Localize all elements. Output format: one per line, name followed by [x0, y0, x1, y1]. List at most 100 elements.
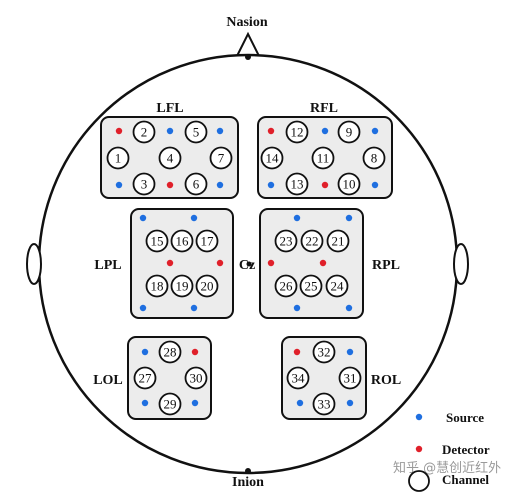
source-optode [216, 181, 224, 189]
channel-number: 1 [115, 151, 122, 166]
region-label-lfl: LFL [156, 101, 183, 116]
source-optode [346, 348, 354, 356]
channel-6: 6 [184, 172, 208, 196]
channel-number: 20 [201, 279, 214, 294]
source-optode [296, 399, 304, 407]
source-optode [115, 181, 123, 189]
channel-circle [145, 229, 169, 253]
source-optode [191, 399, 199, 407]
source-optode [190, 214, 198, 222]
detector-optode [321, 181, 329, 189]
source-optode [139, 214, 147, 222]
legend-detector-label: Detector [442, 442, 490, 457]
channel-22: 22 [300, 229, 324, 253]
channel-number: 14 [266, 151, 280, 166]
channel-number: 26 [280, 279, 294, 294]
inion-label: Inion [232, 475, 264, 490]
channel-number: 17 [201, 234, 215, 249]
channel-18: 18 [145, 274, 169, 298]
channel-14: 14 [260, 146, 284, 170]
channel-number: 34 [292, 371, 306, 386]
watermark: 知乎 @慧创近红外 [393, 460, 501, 476]
detector-optode [191, 348, 199, 356]
source-optode [371, 127, 379, 135]
channel-12: 12 [285, 120, 309, 144]
channel-8: 8 [362, 146, 386, 170]
channel-number: 30 [190, 371, 203, 386]
cz-label: Cz [239, 258, 255, 273]
detector-optode [293, 348, 301, 356]
channel-3: 3 [132, 172, 156, 196]
region-label-rol: ROL [371, 373, 401, 388]
channel-circle [133, 366, 157, 390]
detector-optode [115, 127, 123, 135]
channel-4: 4 [158, 146, 182, 170]
channel-circle [195, 274, 219, 298]
channel-15: 15 [145, 229, 169, 253]
channel-circle [145, 274, 169, 298]
legend-detector-dot [415, 445, 423, 453]
region-label-lol: LOL [93, 373, 123, 388]
channel-circle [285, 172, 309, 196]
channel-number: 11 [317, 151, 330, 166]
channel-number: 9 [346, 125, 353, 140]
channel-number: 16 [176, 234, 190, 249]
channel-number: 25 [305, 279, 318, 294]
inion-point [245, 468, 251, 474]
channel-number: 2 [141, 125, 148, 140]
channel-circle [184, 120, 208, 144]
channel-31: 31 [338, 366, 362, 390]
channel-26: 26 [274, 274, 298, 298]
channel-number: 21 [332, 234, 345, 249]
channel-circle [311, 146, 335, 170]
channel-13: 13 [285, 172, 309, 196]
source-optode [346, 399, 354, 407]
channel-circle [260, 146, 284, 170]
channel-34: 34 [286, 366, 310, 390]
source-optode [345, 214, 353, 222]
channel-circle [158, 340, 182, 364]
channel-number: 22 [306, 234, 319, 249]
channel-number: 29 [164, 397, 177, 412]
channel-21: 21 [326, 229, 350, 253]
channel-circle [274, 229, 298, 253]
channel-circle [106, 146, 130, 170]
left-ear [26, 243, 42, 285]
channel-circle [286, 366, 310, 390]
legend-source-label: Source [446, 410, 484, 425]
channel-number: 15 [151, 234, 164, 249]
channel-circle [184, 366, 208, 390]
source-optode [371, 181, 379, 189]
channel-number: 10 [343, 177, 356, 192]
channel-circle [170, 274, 194, 298]
channel-circle [312, 340, 336, 364]
channel-number: 27 [139, 371, 153, 386]
channel-28: 28 [158, 340, 182, 364]
channel-number: 3 [141, 177, 148, 192]
region-label-lpl: LPL [94, 258, 121, 273]
legend-channel-label: Channel [442, 472, 489, 487]
channel-11: 11 [311, 146, 335, 170]
channel-20: 20 [195, 274, 219, 298]
source-optode [190, 304, 198, 312]
source-optode [321, 127, 329, 135]
channel-circle [195, 229, 219, 253]
channel-circle [312, 392, 336, 416]
channel-number: 19 [176, 279, 189, 294]
detector-optode [216, 259, 224, 267]
source-optode [216, 127, 224, 135]
channel-19: 19 [170, 274, 194, 298]
channel-circle [338, 366, 362, 390]
channel-number: 7 [218, 151, 225, 166]
nasion-point [245, 54, 251, 60]
channel-16: 16 [170, 229, 194, 253]
channel-circle [337, 172, 361, 196]
detector-optode [267, 127, 275, 135]
channel-number: 13 [291, 177, 304, 192]
detector-optode [267, 259, 275, 267]
channel-circle [337, 120, 361, 144]
cz-point [246, 261, 252, 267]
channel-number: 23 [280, 234, 293, 249]
channel-33: 33 [312, 392, 336, 416]
